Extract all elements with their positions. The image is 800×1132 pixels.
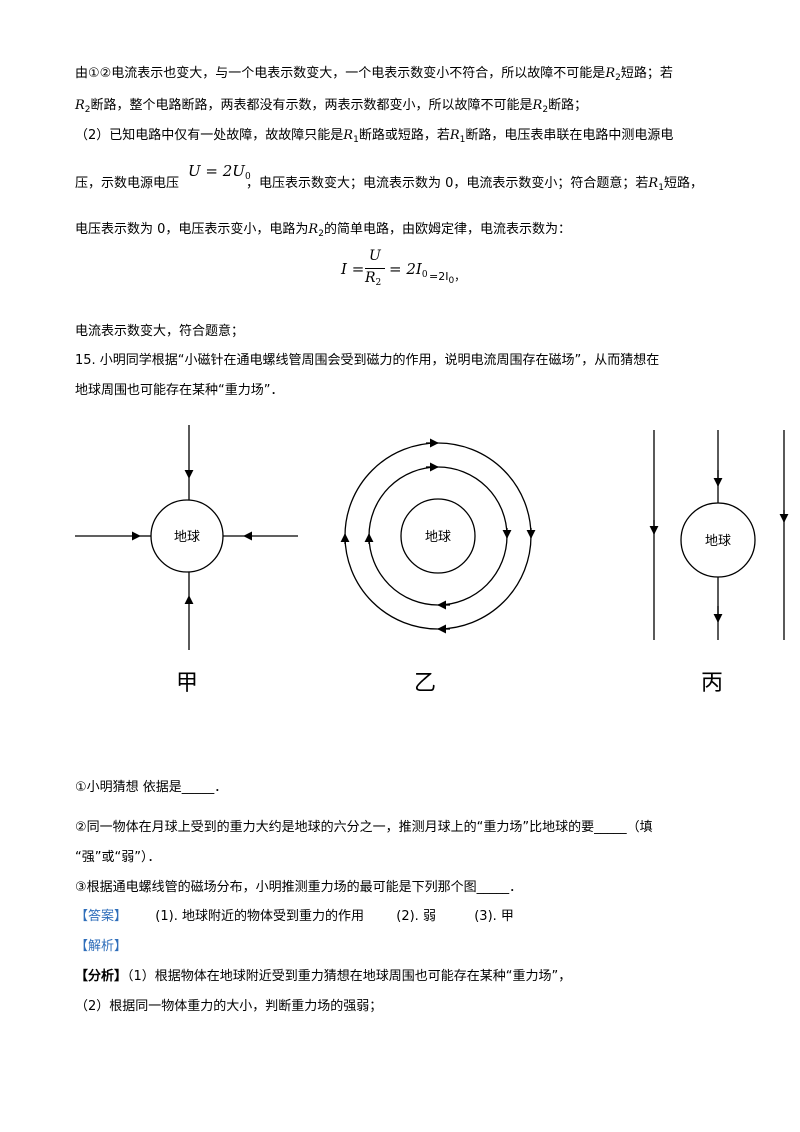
var-r: R: [532, 98, 543, 113]
earth-label: 地球: [705, 534, 731, 549]
var-r: R: [343, 128, 354, 143]
text: ，: [454, 270, 466, 283]
formula-tail: =2I0，: [429, 268, 465, 286]
text: ，电压表示数变大；电流表示数为 0，电流表示数变小；符合题意；若: [246, 176, 649, 191]
subscript: 2: [375, 278, 382, 288]
question-15-cont: 地球周围也可能存在某种“重力场”．: [75, 383, 284, 398]
text: 断路，电压表串联在电路中测电源电: [465, 128, 674, 143]
earth-label: 地球: [425, 530, 451, 545]
caption-yi: 乙: [414, 671, 436, 696]
var-r: R: [75, 98, 85, 113]
formula-u: U = 2U0: [188, 163, 251, 185]
figure-yi: 地球 乙: [340, 438, 536, 696]
question-15: 15. 小明同学根据“小磁针在通电螺线管周围会受到磁力的作用，说明电流周围存在磁…: [75, 353, 660, 368]
text: （2）已知电路中仅有一处故障，故故障只能是: [75, 128, 344, 143]
subscript: 1: [459, 135, 466, 145]
ohm-formula: I = U R2 = 2I0 =2I0，: [341, 248, 481, 292]
text: 由①②电流表示也变大，与一个电表示数变大，一个电表示数变小不符合，所以故障不可能…: [75, 66, 606, 81]
subscript: 0: [421, 270, 428, 280]
fraction-numerator: U: [369, 248, 381, 264]
answer-1: (1). 地球附近的物体受到重力的作用: [155, 909, 364, 924]
sub-question-1: ①小明猜想 依据是_____．: [75, 780, 228, 795]
text-line-1: 由①②电流表示也变大，与一个电表示数变大，一个电表示数变小不符合，所以故障不可能…: [75, 66, 673, 86]
answer-row: 【答案】 (1). 地球附近的物体受到重力的作用 (2). 弱 (3). 甲: [75, 909, 514, 925]
text: 的简单电路，由欧姆定律，电流表示数为：: [323, 222, 571, 237]
subscript: 2: [84, 105, 91, 115]
fenxi-tag: 【分析】: [75, 969, 128, 984]
formula-i: I =: [341, 260, 365, 278]
text-line-4b: ，电压表示数变大；电流表示数为 0，电流表示数变小；符合题意；若R1短路，: [246, 176, 703, 196]
text: 断路，整个电路断路，两表都没有示数，两表示数都变小，所以故障不可能是: [90, 98, 533, 113]
text-line-3: （2）已知电路中仅有一处故障，故故障只能是R1断路或短路，若R1断路，电压表串联…: [75, 128, 673, 148]
var-r: R: [605, 66, 616, 81]
text-line-2: R2断路，整个电路断路，两表都没有示数，两表示数都变小，所以故障不可能是R2断路…: [75, 98, 587, 118]
formula-text: = 2I: [389, 260, 422, 278]
answer-tag: 【答案】: [75, 909, 128, 924]
text: 短路；若: [620, 66, 673, 81]
earth-label: 地球: [174, 530, 200, 545]
text: 断路；: [548, 98, 588, 113]
figure-jia: 地球 甲: [75, 425, 298, 696]
answer-2: (2). 弱: [396, 909, 436, 924]
text-line-5: 电压表示数为 0，电压表示变小，电路为R2的简单电路，由欧姆定律，电流表示数为：: [75, 222, 571, 242]
analysis-line-1: 【分析】（1）根据物体在地球附近受到重力猜想在地球周围也可能存在某种“重力场”，: [75, 969, 571, 985]
formula-text: U = 2U: [188, 162, 245, 180]
formula-text: =2I: [429, 270, 449, 283]
var-r: R: [648, 176, 659, 191]
subscript: 2: [318, 229, 324, 239]
var-r: R: [308, 222, 319, 237]
sub-question-2-cont: “强”或“弱”）．: [75, 850, 161, 865]
subscript: 2: [615, 73, 621, 83]
sub-question-3: ③根据通电螺线管的磁场分布，小明推测重力场的最可能是下列那个图_____．: [75, 880, 523, 895]
var-r: R: [449, 128, 460, 143]
fraction-denominator: R2: [365, 270, 381, 288]
analysis-tag: 【解析】: [75, 939, 128, 954]
var-r: R: [365, 270, 376, 286]
subscript: 2: [542, 105, 549, 115]
text-line-6: 电流表示数变大，符合题意；: [75, 324, 245, 339]
caption-bing: 丙: [701, 671, 723, 696]
caption-jia: 甲: [176, 671, 198, 696]
answer-3: (3). 甲: [474, 909, 514, 924]
subscript: 0: [244, 172, 251, 182]
subscript: 1: [353, 135, 359, 145]
text: 压，示数电源电压: [75, 176, 180, 191]
analysis-line-2: （2）根据同一物体重力的大小，判断重力场的强弱；: [75, 999, 383, 1014]
text: 短路，: [663, 176, 703, 191]
sub-question-2: ②同一物体在月球上受到的重力大约是地球的六分之一，推测月球上的“重力场”比地球的…: [75, 820, 653, 835]
fenxi-text: （1）根据物体在地球附近受到重力猜想在地球周围也可能存在某种“重力场”，: [127, 969, 572, 984]
formula-eq: = 2I0: [389, 260, 428, 280]
subscript: 0: [448, 276, 455, 286]
figure-bing: 地球 丙: [649, 430, 789, 696]
fraction-bar: [365, 268, 385, 269]
text: 电压表示数为 0，电压表示变小，电路为: [75, 222, 309, 237]
subscript: 1: [658, 183, 664, 193]
earth-circle: [400, 498, 476, 574]
gravity-field-figures: 地球 甲 地球 乙 地球 丙: [75, 425, 789, 696]
text: 断路或短路，若: [358, 128, 450, 143]
text-line-4: 压，示数电源电压: [75, 176, 179, 192]
